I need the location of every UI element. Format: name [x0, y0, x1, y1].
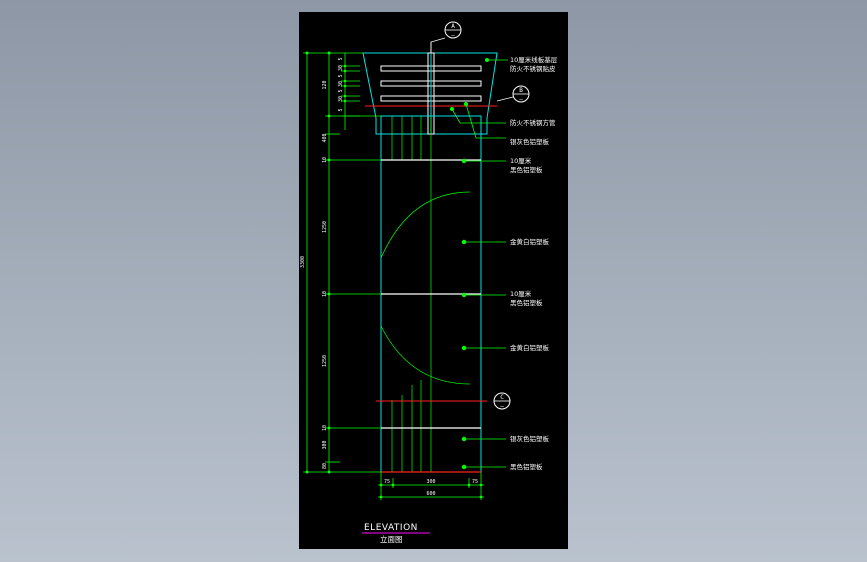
- annotation-8-line1: 银灰色铝塑板: [510, 434, 550, 443]
- annotation-4-line1: 10厘米: [510, 156, 532, 165]
- section-marker-b-top: B: [519, 87, 523, 94]
- bottom-dimension-texts: 75 300 75 600: [384, 479, 478, 497]
- annotation-6-line1: 10厘米: [510, 289, 532, 298]
- section-marker-a-bottom: —: [451, 32, 455, 39]
- annotation-7-line1: 金黄白铝塑板: [510, 343, 550, 352]
- title-block: ELEVATION 立面图: [362, 523, 430, 544]
- annotations: 10厘米线板基层 防火不锈钢贴皮 防火不锈钢方管 银灰色铝塑板 10厘米 黑色铝…: [510, 55, 558, 471]
- section-marker-b[interactable]: B —: [496, 85, 530, 103]
- left-dimension-ticks: [305, 51, 347, 474]
- annotation-4-line2: 黑色铝塑板: [510, 165, 543, 174]
- dimension-bottom-left: 75: [384, 479, 390, 485]
- dimension-total: 3300: [300, 256, 306, 268]
- dimension-seg-7: 10: [322, 425, 328, 431]
- dimension-seg-9: 80: [322, 463, 328, 469]
- left-dimension-texts: 3300 120 480 10 1250 10 1250 10 300 80 5…: [300, 57, 344, 469]
- section-marker-c[interactable]: C —: [493, 392, 511, 410]
- dimension-small-5: 5: [338, 89, 344, 92]
- drawing-subtitle: 立面图: [380, 534, 403, 544]
- annotation-3-line1: 银灰色铝塑板: [510, 137, 550, 146]
- dimension-seg-2: 480: [322, 133, 328, 142]
- dimension-bottom-total: 600: [426, 491, 435, 497]
- section-marker-b-bottom: —: [519, 96, 523, 103]
- shaft-leaders: [461, 158, 506, 470]
- drawing-title: ELEVATION: [364, 523, 418, 533]
- bottom-dimension-ticks: [379, 483, 483, 499]
- dimension-small-4: 30: [338, 81, 344, 87]
- annotation-1-line1: 10厘米线板基层: [510, 55, 558, 64]
- capital-leaders: [449, 58, 508, 139]
- section-marker-c-bottom: —: [500, 403, 504, 410]
- dimension-bottom-center: 300: [426, 479, 435, 485]
- annotation-9-line1: 黑色铝塑板: [510, 462, 543, 471]
- dimension-small-1: 5: [338, 57, 344, 60]
- section-marker-a[interactable]: A —: [430, 21, 462, 53]
- dimension-bottom-right: 75: [472, 479, 478, 485]
- dimension-seg-8: 300: [322, 440, 328, 449]
- section-marker-a-top: A: [451, 23, 455, 30]
- column-capital: [362, 52, 498, 135]
- dimension-small-2: 30: [338, 65, 344, 71]
- dimension-seg-5: 10: [322, 291, 328, 297]
- dimension-seg-3: 10: [322, 157, 328, 163]
- annotation-1-line2: 防火不锈钢贴皮: [510, 64, 556, 73]
- annotation-6-line2: 黑色铝塑板: [510, 298, 543, 307]
- annotation-5-line1: 金黄白铝塑板: [510, 237, 550, 246]
- dimension-seg-4: 1250: [322, 221, 328, 233]
- dimension-small-6: 30: [338, 96, 344, 102]
- section-marker-c-top: C: [500, 394, 504, 401]
- dimension-seg-6: 1250: [322, 355, 328, 367]
- dimension-small-3: 5: [338, 74, 344, 77]
- dimension-seg-1: 120: [322, 80, 328, 89]
- dimension-small-7: 5: [338, 108, 344, 111]
- annotation-2-line1: 防火不锈钢方管: [510, 118, 556, 127]
